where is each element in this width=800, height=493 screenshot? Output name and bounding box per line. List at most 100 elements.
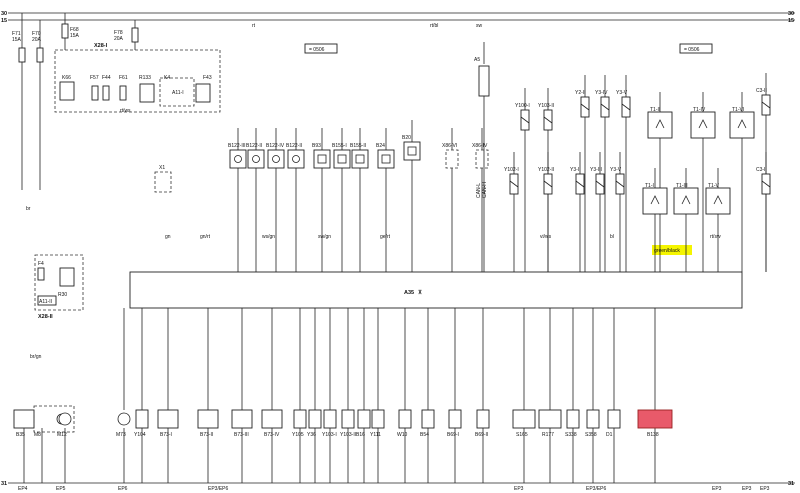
component-t1-iii-26: T1-III (673, 168, 699, 272)
component-b73-iii-b7: B73-III (231, 308, 253, 483)
component-y3-i-19: Y3-I (570, 152, 585, 272)
component-y3-iii-20: Y3-III (590, 152, 605, 272)
component-label-18: Y102-II (538, 167, 554, 173)
bottom-label-3: M73 (116, 432, 126, 438)
bottom-label-16: B54 (420, 432, 429, 438)
component-label-7: B24 (376, 143, 385, 149)
bottom-label-21: S338 (565, 432, 577, 438)
svg-text:15A: 15A (12, 37, 22, 43)
rail-30-label-right: 30 (788, 11, 794, 17)
ground-5: EP3/EP6 (586, 486, 607, 492)
ground-7: EP3 (742, 486, 752, 492)
rail-30-label: 30 (1, 11, 7, 17)
svg-text:F44: F44 (102, 75, 111, 81)
component-y111-b14: Y111 (370, 308, 385, 483)
component-label-25: T1-I (645, 183, 654, 189)
connector-x28-i-label: X28-I (94, 43, 108, 49)
component-y3-v-16: Y3-V (616, 75, 631, 272)
bottom-label-23: D1 (606, 432, 613, 438)
component-b24-7: B24 (376, 128, 395, 272)
component-b69-i-b17: B69-I (447, 308, 462, 483)
component-y102-i-17: Y102-I (504, 152, 519, 272)
svg-text:⊼: ⊼ (418, 289, 422, 296)
bottom-label-19: S165 (516, 432, 528, 438)
bottom-label-18: B69-II (475, 432, 488, 438)
svg-text:EP6: EP6 (118, 486, 128, 492)
component-b155-i-5: B155-I (332, 128, 351, 272)
svg-text:EP4: EP4 (18, 486, 28, 492)
svg-text:sw/gn: sw/gn (318, 234, 331, 240)
svg-text:bl: bl (610, 234, 614, 240)
svg-text:EP3: EP3 (514, 486, 524, 492)
bottom-label-7: B73-III (234, 432, 249, 438)
component-x86-iv-10: X86-IV (472, 128, 489, 272)
rail-31-label-right: 31 (788, 481, 794, 487)
component-b122-ii-3: B122-II (286, 128, 305, 272)
svg-text:CAN-H: CAN-H (482, 182, 488, 198)
bottom-label-12: Y103-II (340, 432, 356, 438)
ecu-label: A35 (404, 290, 414, 296)
component-b122-iii-0: B122-III (228, 128, 247, 272)
component-t1-vi-24: T1-VI (729, 92, 755, 272)
svg-text:F78: F78 (114, 30, 123, 36)
component-label-15: Y3-IV (595, 90, 608, 96)
svg-text:X1: X1 (159, 165, 165, 171)
component-label-17: Y102-I (504, 167, 519, 173)
component-label-0: B122-III (228, 143, 246, 149)
component-b54-b16: B54 (420, 308, 435, 483)
svg-text:20A: 20A (32, 37, 42, 43)
component-d1-b23: D1 (606, 308, 621, 483)
component-y102-ii-18: Y102-II (538, 152, 554, 272)
note-box-2: = 0506 (679, 43, 713, 54)
component-b69-ii-b18: B69-II (475, 308, 490, 483)
part-can-l: CAN-L (476, 183, 482, 198)
wire-highlight: green/black (652, 245, 692, 255)
component-s165-b19: S165 (512, 308, 536, 483)
svg-text:br: br (26, 206, 31, 212)
svg-text:gn: gn (165, 234, 171, 240)
component-label-9: X86-VI (442, 143, 457, 149)
svg-text:F68: F68 (70, 27, 79, 33)
component-b73-iv-b8: B73-IV (261, 308, 283, 483)
ground-6: EP3 (712, 486, 722, 492)
component-label-1: B122-II (246, 143, 262, 149)
component-r177-b20: R177 (538, 308, 562, 483)
svg-text:ws/gn: ws/gn (262, 234, 275, 240)
part-x1: X1 (154, 165, 172, 193)
bottom-label-6: B73-II (200, 432, 213, 438)
component-label-13: Y103-II (538, 103, 554, 109)
component-label-29: C3-I (756, 167, 765, 173)
bottom-label-2: M12 (57, 432, 67, 438)
ground-3: EP3/EP6 (208, 486, 229, 492)
connector-x28-ii-label: X28-II (38, 314, 53, 320)
component-label-26: T1-III (676, 183, 688, 189)
component-m12-b2: M12 (57, 412, 72, 483)
svg-text:15A: 15A (70, 33, 80, 39)
component-label-20: Y3-III (590, 167, 602, 173)
component-b16-b13: B16 (356, 308, 371, 483)
relay-box-x28-i: X28-I K66 F57 F44 F61 R133 K4 A11-I F43 (54, 43, 221, 113)
component-b20-8: B20 (402, 120, 421, 272)
component-label-2: B122-IV (266, 143, 285, 149)
svg-text:gn/rt: gn/rt (200, 234, 211, 240)
component-b122-ii-1: B122-II (246, 128, 265, 272)
svg-text:rt/bl: rt/bl (430, 23, 438, 29)
ecu-a35: A35 ⊼ (129, 271, 743, 309)
svg-text:rt/ws: rt/ws (120, 108, 131, 114)
ground-0: EP4 (18, 486, 28, 492)
bottom-label-0: B35 (16, 432, 25, 438)
bottom-label-17: B69-I (447, 432, 459, 438)
ground-8: EP3 (760, 486, 770, 492)
svg-text:F57: F57 (90, 75, 99, 81)
component-label-22: T1-II (650, 107, 660, 113)
fuse-f71: F71 15A (12, 13, 26, 190)
svg-text:sw: sw (476, 23, 483, 29)
svg-text:vi/ws: vi/ws (540, 234, 552, 240)
component-label-16: Y3-V (616, 90, 628, 96)
component-label-23: T1-IV (693, 107, 706, 113)
